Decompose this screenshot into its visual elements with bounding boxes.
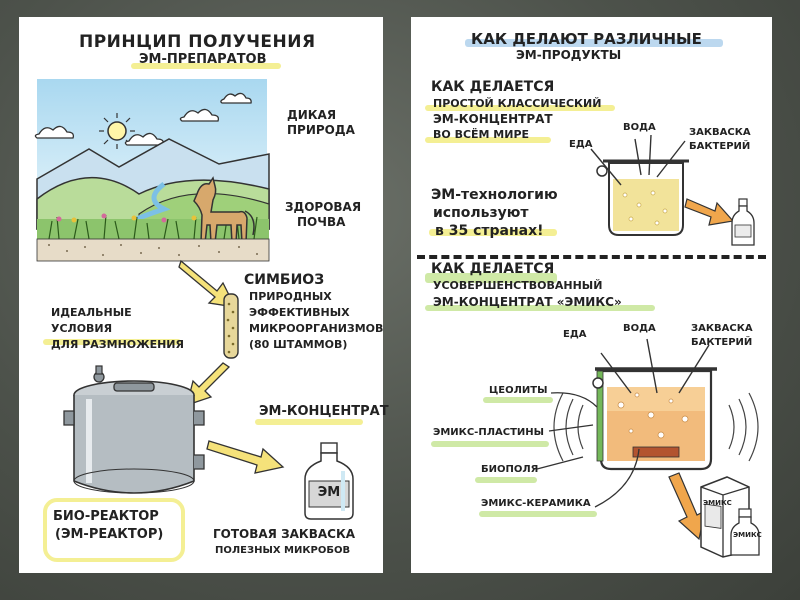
improved-line1: усовершенствованный (433, 279, 603, 292)
ceramics-highlight (479, 511, 597, 517)
ideal-conditions-line3: ДЛЯ РАЗМНОЖЕНИЯ (51, 338, 184, 351)
classic-line1: простой классический (433, 97, 602, 110)
improved-highlight (425, 273, 557, 283)
classic-highlight-2 (425, 137, 551, 143)
em-tech-line1: ЭМ-технологию (431, 187, 558, 203)
biofields-label: БИОПОЛЯ (481, 464, 539, 475)
biofields-pointer-icon (536, 456, 584, 470)
left-title-line2: ЭМ-препаратов (139, 52, 267, 67)
emix-ceramics-label: ЭМИКС-КЕРАМИКА (481, 498, 591, 509)
water2-label: ВОДА (623, 323, 656, 334)
plates-highlight (431, 441, 549, 447)
water-label: ВОДА (623, 122, 656, 133)
left-panel: ПРИНЦИП ПОЛУЧЕНИЯ ЭМ-препаратов (19, 17, 389, 573)
symbiosis-title: СИМБИОЗ (244, 272, 325, 288)
ready-starter-line2: полезных микробов (215, 545, 351, 556)
em-tech-line2: используют (433, 205, 529, 221)
em-bottle-label: ЭМ (317, 485, 341, 500)
concentrate-highlight (255, 419, 363, 425)
ideal-highlight (43, 339, 181, 345)
plates-pointer-icon (548, 424, 594, 432)
right-title-line2: ЭМ-продукты (516, 48, 622, 62)
zeolites-label: ЦЕОЛИТЫ (489, 385, 548, 396)
em-bottle-icon (304, 442, 354, 520)
starter2-label-line2: БАКТЕРИЙ (691, 337, 753, 348)
emix-box-label: ЭМИКС (703, 499, 732, 507)
wild-nature-illustration (34, 79, 270, 262)
right-title-highlight (465, 39, 723, 47)
improved-line2: ЭМ-концентрат «ЭМИКС» (433, 295, 622, 309)
emix-fermenter-icon (553, 338, 759, 471)
emix-plates-label: ЭМИКС-ПЛАСТИНЫ (433, 427, 544, 438)
classic-line3: во всём мире (433, 128, 530, 141)
arrow-to-symbiosis-icon (178, 259, 237, 308)
classic-fermenter-icon (590, 134, 689, 236)
symbiosis-line1: природных (249, 290, 332, 303)
product-bottle-icon (731, 198, 755, 246)
ceramics-pointer-icon (594, 448, 640, 508)
microorganism-tube-icon (223, 293, 239, 359)
arrow-to-bottle-icon (206, 440, 285, 474)
zeolites-pointer-icon (550, 392, 598, 408)
starter-label-line1: ЗАКВАСКА (689, 127, 751, 138)
arrow-to-product-icon (684, 198, 735, 226)
classic-highlight (425, 105, 615, 111)
classic-title: КАК ДЕЛАЕТСЯ (431, 79, 555, 95)
classic-line2: ЭМ-концентрат (433, 112, 553, 126)
section-divider (417, 255, 766, 259)
ready-starter-line1: ГОТОВАЯ ЗАКВАСКА (213, 527, 356, 541)
left-title-line1: ПРИНЦИП ПОЛУЧЕНИЯ (79, 32, 316, 52)
healthy-soil-label-line1: ЗДОРОВАЯ (285, 200, 362, 214)
symbiosis-line4: (80 штаммов) (249, 338, 348, 351)
reactor-label-box (43, 498, 185, 562)
wild-nature-label-line1: ДИКАЯ (287, 108, 337, 122)
bio-reactor-label-line2: (ЭМ-реактор) (55, 527, 164, 542)
symbiosis-line3: микроорганизмов (249, 322, 384, 335)
title-highlight (131, 63, 281, 69)
right-panel: КАК ДЕЛАЮТ РАЗЛИЧНЫЕ ЭМ-продукты КАК ДЕЛ… (411, 17, 772, 573)
improved-highlight-2 (425, 305, 655, 311)
tech-highlight (429, 229, 557, 236)
right-title-line1: КАК ДЕЛАЮТ РАЗЛИЧНЫЕ (471, 30, 702, 48)
food2-label: ЕДА (563, 329, 587, 340)
horse-icon (193, 176, 255, 244)
healthy-soil-label-line2: ПОЧВА (297, 215, 346, 229)
symbiosis-line2: эффективных (249, 306, 350, 319)
starter-label-line2: БАКТЕРИЙ (689, 141, 751, 152)
improved-title: КАК ДЕЛАЕТСЯ (431, 261, 555, 277)
em-concentrate-label: ЭМ-концентрат (259, 404, 389, 419)
bio-reactor-label-line1: БИО-реактор (53, 509, 159, 524)
biofields-highlight (475, 477, 537, 483)
wild-nature-label-line2: ПРИРОДА (287, 123, 355, 137)
emix-package-icon (700, 476, 760, 558)
food-label: ЕДА (569, 139, 593, 150)
em-tech-line3: в 35 странах! (435, 223, 544, 239)
emix-bottle-label: ЭМИКС (733, 531, 762, 539)
zeolites-highlight (483, 397, 553, 403)
ideal-conditions-line2: УСЛОВИЯ (51, 322, 113, 335)
bio-reactor-icon (63, 365, 205, 494)
ideal-conditions-line1: ИДЕАЛЬНЫЕ (51, 306, 132, 319)
starter2-label-line1: ЗАКВАСКА (691, 323, 753, 334)
